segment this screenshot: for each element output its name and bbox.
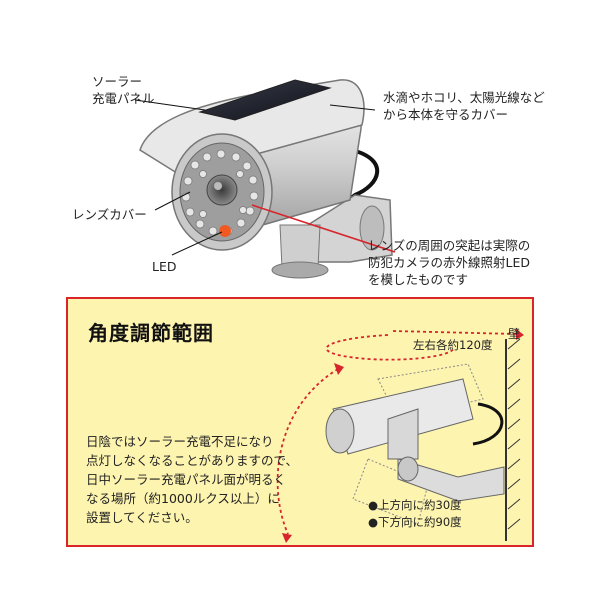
camera-illustration [134,79,396,279]
vertical-angle-list: ●上方向に約30度 ●下方向に約90度 [368,497,462,531]
led-dot [219,225,231,237]
angle-illustration [276,329,524,543]
down-angle: ●下方向に約90度 [368,515,462,529]
up-angle: ●上方向に約30度 [368,498,462,512]
installation-note: 日陰ではソーラー充電不足になり 点灯しなくなることがありますので、 日中ソーラー… [86,434,299,525]
label-protrusion: レンズの周囲の突起は実際の 防犯カメラの赤外線照射LED を模したものです [368,238,531,287]
label-solar-panel: ソーラー 充電パネル [92,74,155,106]
label-cover: 水滴やホコリ、太陽光線など から本体を守るカバー [383,90,545,122]
horizontal-angle-label: 左右各約120度 [413,338,493,352]
label-led: LED [152,259,177,274]
panel-title: 角度調節範囲 [88,321,214,345]
wall-label: 壁 [508,327,521,341]
label-lens-cover: レンズカバー [72,207,147,222]
angle-range-panel: 角度調節範囲 日陰ではソーラー充 [66,297,534,547]
